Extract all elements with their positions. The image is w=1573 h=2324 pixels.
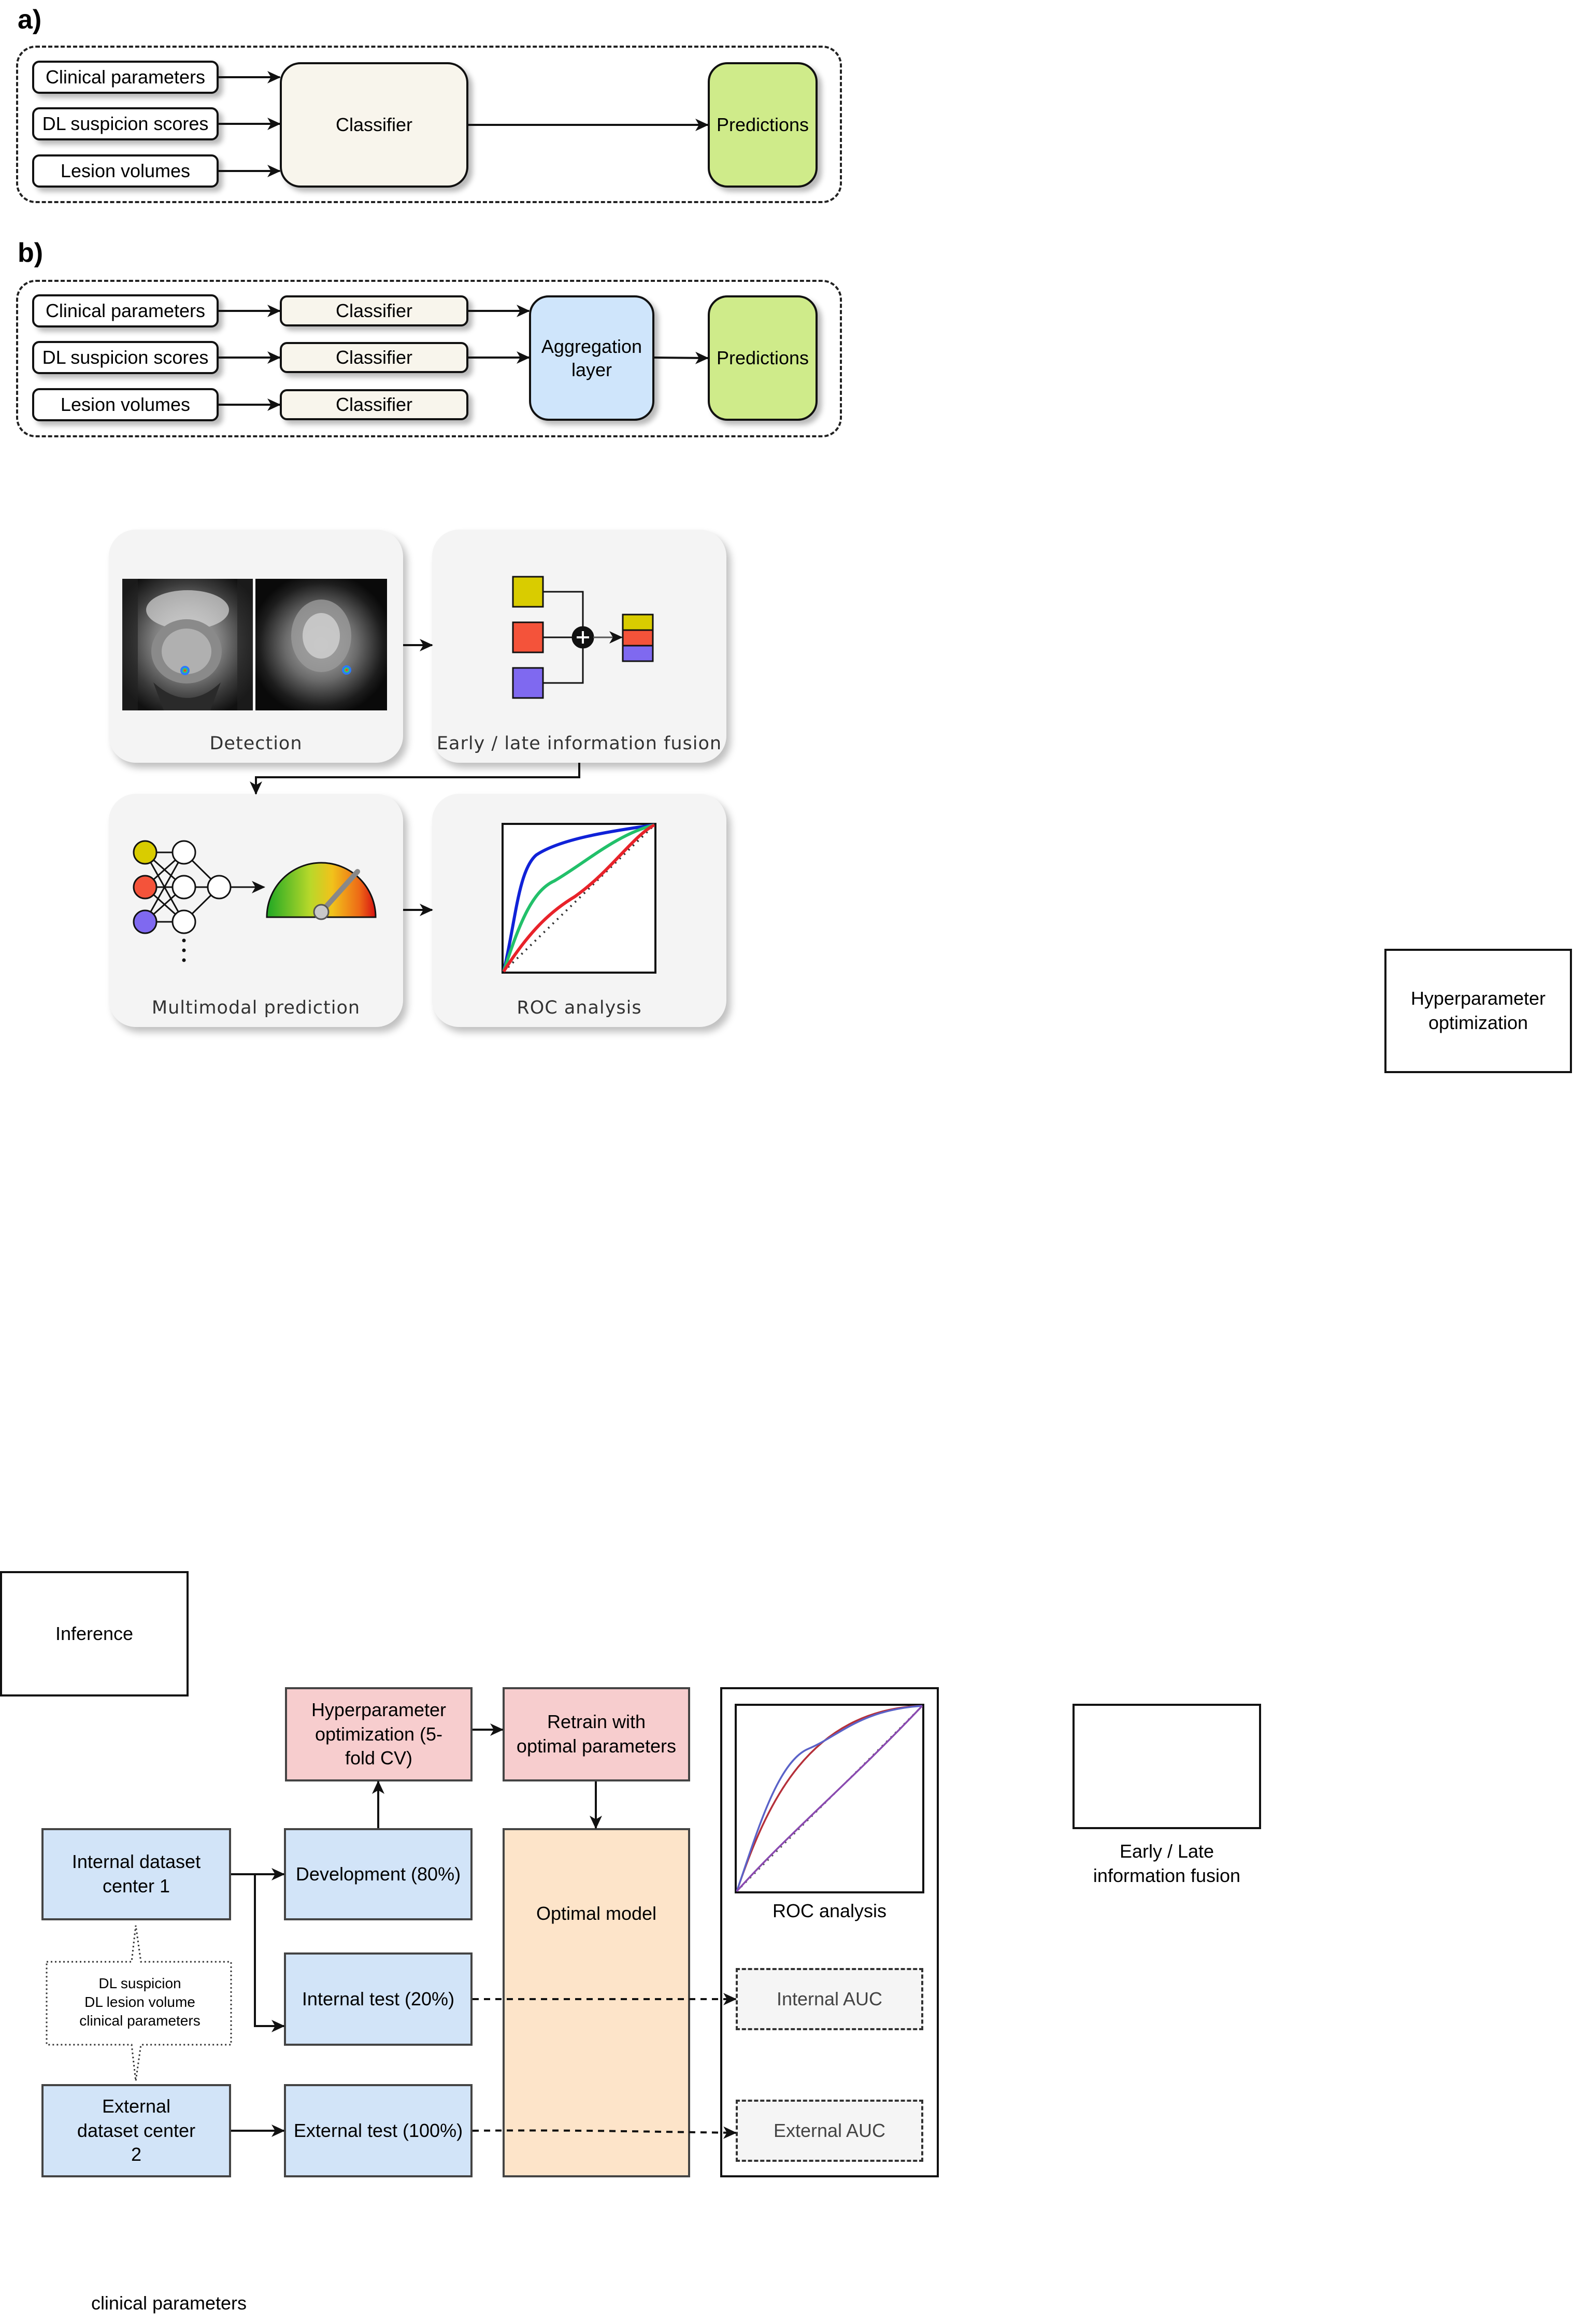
predictions-box: Predictions (708, 295, 818, 421)
features-note-line-2: DL lesion volume (84, 1994, 195, 2010)
features-note-line-3: clinical parameters (79, 2013, 201, 2029)
classifier-box: Classifier (280, 62, 468, 188)
fusion-icon (512, 576, 654, 699)
input-clinical-parameters: Clinical parameters (32, 61, 219, 94)
multimodal-caption: Multimodal prediction (151, 997, 361, 1018)
mri-image-t2 (122, 579, 253, 710)
external-dataset-box: External dataset center 2 (41, 2084, 231, 2177)
hyperparameter-optimization-box: Hyperparameter optimization (1384, 949, 1572, 1073)
neural-network-icon (133, 840, 265, 934)
internal-auc-box: Internal AUC (736, 1968, 923, 2030)
internal-test-box: Internal test (20%) (284, 1952, 473, 2046)
panel-a-arrows (219, 71, 709, 177)
input-dl-suspicion-scores: DL suspicion scores (32, 341, 219, 374)
early-late-empty-box (1072, 1704, 1261, 1829)
gauge-icon (266, 862, 377, 920)
input-clinical-parameters: Clinical parameters (32, 294, 219, 327)
features-callout (46, 1925, 232, 2081)
pipeline-arrows (250, 639, 580, 916)
panel-a-letter: a) (18, 5, 42, 35)
optimal-model-box: Optimal model (503, 1828, 690, 2177)
input-lesion-volumes: Lesion volumes (32, 154, 219, 188)
external-auc-box: External AUC (736, 2100, 923, 2162)
mri-image-dwi (255, 579, 387, 710)
panel-b-arrows (219, 305, 709, 411)
results-roc-plot (735, 1704, 924, 1893)
results-frame (720, 1687, 939, 2177)
input-dl-suspicion-scores: DL suspicion scores (32, 107, 219, 140)
fusion-caption: Early / late information fusion (436, 733, 722, 754)
early-late-fusion-label: Early / Late information fusion (1093, 1841, 1241, 1886)
panel-b-frame (16, 280, 842, 437)
panel-a-frame (16, 46, 842, 203)
external-test-box: External test (100%) (284, 2084, 473, 2177)
clinical-parameters-label: clinical parameters (91, 2292, 247, 2314)
flow-arrows (231, 1723, 602, 2137)
classifier-box: Classifier (280, 295, 468, 326)
predictions-box: Predictions (708, 62, 818, 188)
hpo-box: Hyperparameter optimization (5-fold CV) (285, 1687, 473, 1781)
retrain-box: Retrain with optimal parameters (503, 1687, 690, 1781)
roc-caption: ROC analysis (517, 997, 642, 1018)
ellipsis-dots (182, 938, 186, 962)
classifier-box: Classifier (280, 342, 468, 373)
detection-caption: Detection (209, 733, 303, 754)
classifier-box: Classifier (280, 389, 468, 420)
roc-analysis-label: ROC analysis (772, 1900, 887, 1921)
features-note-line-1: DL suspicion (98, 1975, 181, 1991)
inference-box: Inference (0, 1571, 189, 1696)
roc-icon (502, 823, 656, 974)
internal-dataset-box: Internal dataset center 1 (41, 1828, 231, 1920)
input-lesion-volumes: Lesion volumes (32, 388, 219, 421)
development-box: Development (80%) (284, 1828, 473, 1920)
panel-b-letter: b) (18, 238, 44, 268)
aggregation-layer-box: Aggregation layer (529, 295, 654, 421)
flow-dashed-arrows (472, 1993, 737, 2139)
